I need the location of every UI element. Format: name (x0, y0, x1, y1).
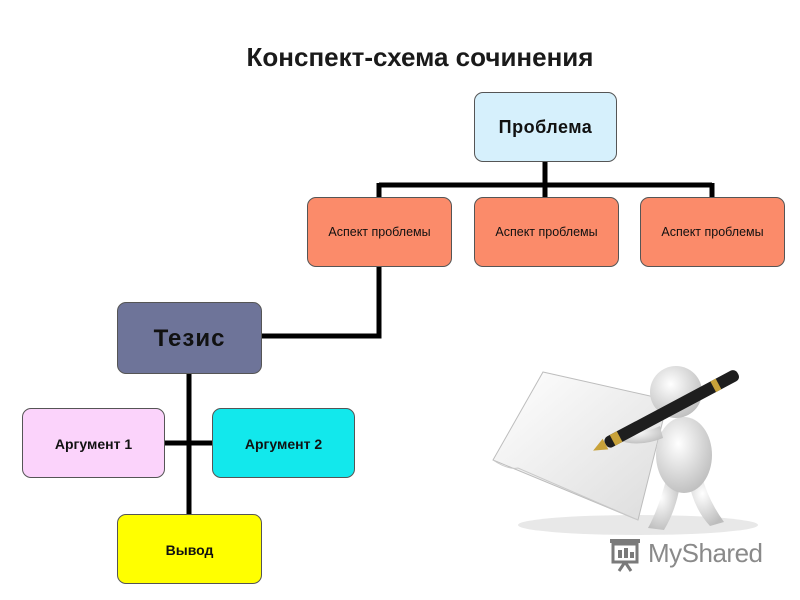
thesis-node: Тезис (117, 302, 262, 374)
aspect-node-1: Аспект проблемы (307, 197, 452, 267)
problem-node: Проблема (474, 92, 617, 162)
myshared-logo: MyShared (606, 534, 776, 574)
conclusion-node: Вывод (117, 514, 262, 584)
argument-1-node: Аргумент 1 (22, 408, 165, 478)
logo-text: MyShared (648, 538, 763, 568)
connector-aspect-thesis (262, 267, 382, 339)
argument-2-node: Аргумент 2 (212, 408, 355, 478)
figure-writing-with-pen-icon (492, 366, 758, 535)
aspect-node-2: Аспект проблемы (474, 197, 619, 267)
projector-screen-icon (610, 539, 640, 572)
aspect-node-3: Аспект проблемы (640, 197, 785, 267)
page-title: Конспект-схема сочинения (246, 42, 594, 72)
